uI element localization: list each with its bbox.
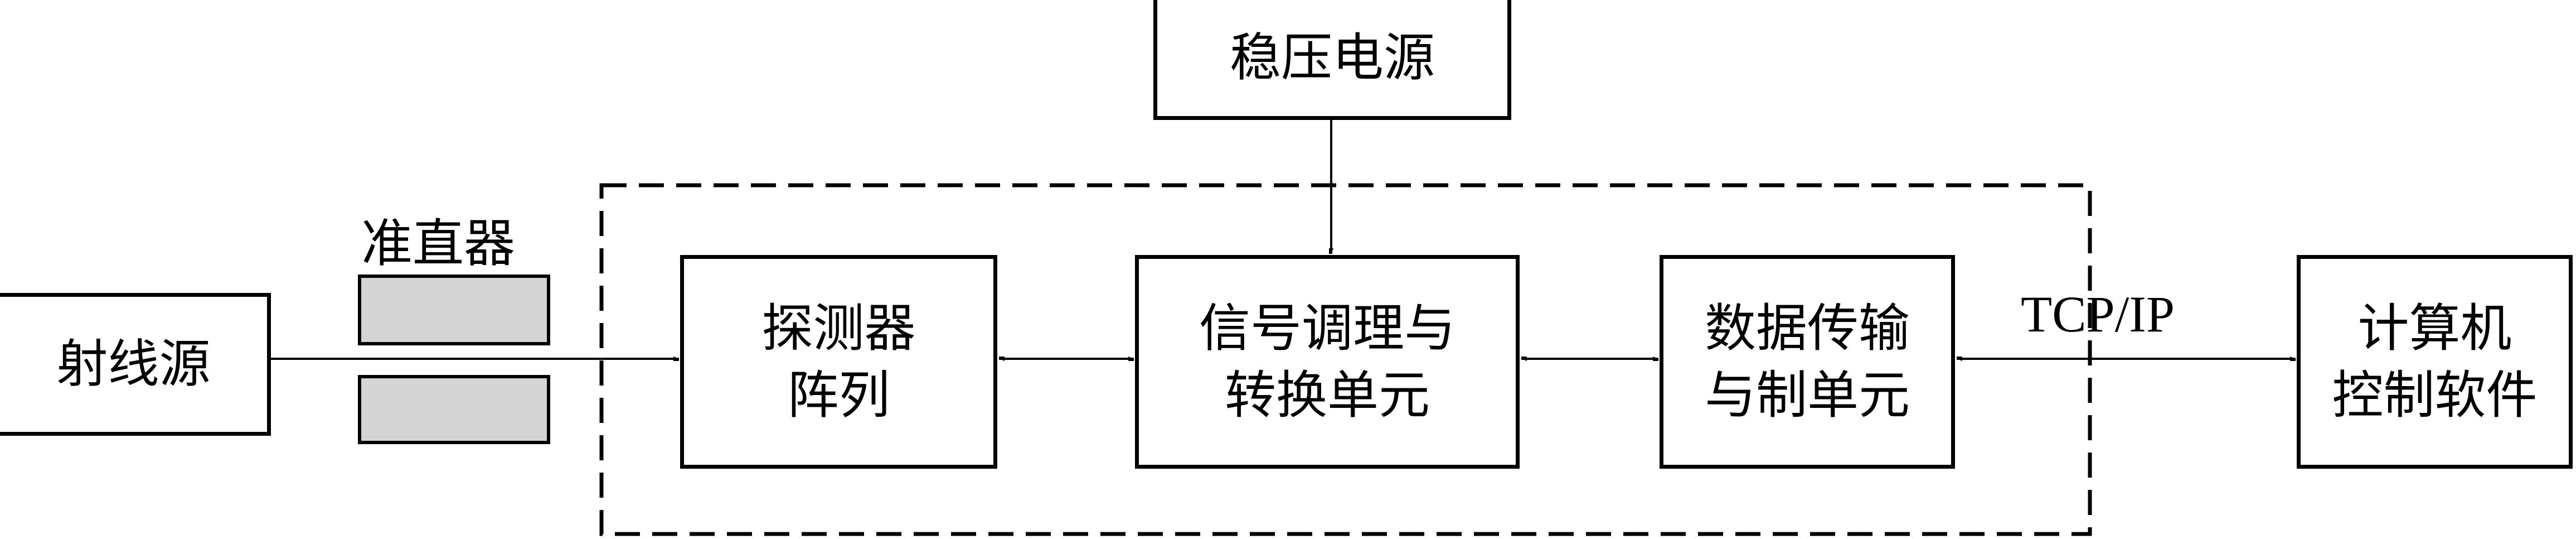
signal-conditioning-box: 信号调理与 转换单元 — [1135, 255, 1520, 469]
computer-control-label: 计算机 控制软件 — [2332, 298, 2538, 425]
power-supply-box: 稳压电源 — [1153, 0, 1511, 120]
collimator-lower-plate — [358, 375, 550, 444]
detector-array-box: 探测器 阵列 — [680, 255, 997, 469]
collimator-label: 准直器 — [361, 214, 516, 273]
signal-conditioning-label: 信号调理与 转换单元 — [1199, 298, 1456, 425]
detector-array-label: 探测器 阵列 — [761, 298, 916, 425]
data-transfer-label: 数据传输 与制单元 — [1704, 298, 1910, 425]
power-supply-label: 稳压电源 — [1229, 28, 1435, 88]
tcp-ip-label: TCP/IP — [2021, 286, 2175, 343]
source-box: 射线源 — [0, 293, 271, 436]
collimator-upper-plate — [358, 275, 550, 345]
data-transfer-box: 数据传输 与制单元 — [1660, 255, 1955, 469]
computer-control-box: 计算机 控制软件 — [2297, 255, 2573, 469]
source-label: 射线源 — [56, 334, 211, 394]
